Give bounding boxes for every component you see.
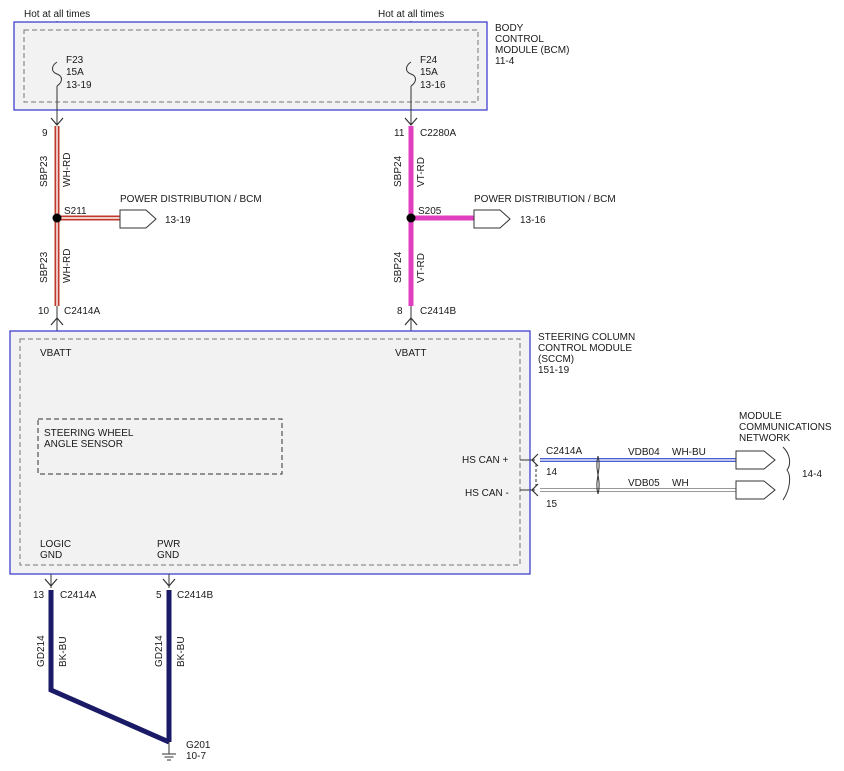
connector-arrow-left-icon — [119, 209, 157, 229]
circuit-vdb04: VDB04 — [628, 447, 660, 458]
splice-s211-label: S211 — [64, 206, 87, 217]
can-bus: C2414A 14 15 VDB04 WH-BU VDB05 WH MODULE… — [520, 411, 832, 510]
circuit-gd214-left: GD214 — [36, 635, 47, 667]
connector-arrow-right-icon — [473, 209, 511, 229]
ground-g201: G201 — [186, 740, 211, 751]
bcm-label-2: CONTROL — [495, 34, 544, 45]
power-dist-ref-right: 13-16 — [520, 215, 546, 226]
network-label-2: COMMUNICATIONS — [739, 422, 832, 433]
logic-gnd-label-2: GND — [40, 550, 62, 561]
sccm-label-2: CONTROL MODULE — [538, 343, 632, 354]
connector-c2414a-top: C2414A — [64, 306, 100, 317]
network-ref: 14-4 — [802, 469, 822, 480]
splice-s205-dot — [406, 213, 416, 223]
sensor-label-2: ANGLE SENSOR — [44, 439, 123, 450]
color-wh: WH — [672, 478, 689, 489]
bcm-label-4: 11-4 — [495, 56, 515, 67]
bcm-pin-arrow-right-icon — [404, 117, 418, 126]
circuit-sbp24-bottom: SBP24 — [393, 251, 404, 283]
power-dist-label-right: POWER DISTRIBUTION / BCM — [474, 194, 616, 205]
color-bkbu-left: BK-BU — [58, 636, 69, 667]
bcm-inner-dashed — [23, 29, 479, 103]
steering-angle-sensor-box — [37, 418, 283, 475]
fuse-f24-name: F24 — [420, 55, 438, 66]
fuse-f24-rating: 15A — [420, 67, 438, 78]
fuse-f23-icon — [52, 61, 62, 87]
network-label-1: MODULE — [739, 411, 782, 422]
can-pin-15: 15 — [546, 499, 558, 510]
color-vtrd-bottom: VT-RD — [416, 253, 427, 283]
ground-pin-arrow-right-icon — [162, 578, 176, 587]
ground-pin-arrow-left-icon — [44, 578, 58, 587]
connector-c2414b-top: C2414B — [420, 306, 456, 317]
hot-label-right: Hot at all times — [378, 9, 444, 20]
network-label-3: NETWORK — [739, 433, 790, 444]
hot-label-left: Hot at all times — [24, 9, 90, 20]
twisted-pair-icon — [596, 455, 600, 495]
circuit-sbp24-top: SBP24 — [393, 155, 404, 187]
can-minus-connector-icon — [735, 480, 776, 500]
vbatt-left-label: VBATT — [40, 348, 71, 359]
circuit-gd214-right: GD214 — [154, 635, 165, 667]
bcm-pin-arrow-left-icon — [50, 117, 64, 126]
circuit-sbp23-top: SBP23 — [39, 155, 50, 187]
sccm-label-3: (SCCM) — [538, 354, 574, 365]
fuse-f24-icon — [406, 61, 416, 87]
bcm-label-1: BODY — [495, 23, 524, 34]
bcm-module: BODY CONTROL MODULE (BCM) 11-4 — [13, 21, 569, 111]
vbatt-right-label: VBATT — [395, 348, 426, 359]
bcm-label-3: MODULE (BCM) — [495, 45, 569, 56]
network-brace-icon — [782, 446, 791, 501]
sccm-box — [9, 330, 531, 575]
fuse-f23-rating: 15A — [66, 67, 84, 78]
sccm-inner-dashed — [19, 338, 521, 566]
color-whrd-bottom: WH-RD — [62, 249, 73, 283]
fuse-f23: F23 15A 13-19 — [52, 55, 92, 124]
logic-gnd-label-1: LOGIC — [40, 539, 71, 550]
sccm-label-4: 151-19 — [538, 365, 570, 376]
fuse-f23-name: F23 — [66, 55, 84, 66]
pin-11: 11 — [394, 128, 405, 139]
sccm-module: STEERING COLUMN CONTROL MODULE (SCCM) 15… — [9, 330, 635, 575]
wire-gd214-left — [48, 590, 171, 745]
pwr-gnd-label-1: PWR — [157, 539, 180, 550]
sensor-label-1: STEERING WHEEL — [44, 428, 134, 439]
fuse-f23-ref: 13-19 — [66, 80, 92, 91]
bcm-box — [13, 21, 488, 111]
circuit-vdb05: VDB05 — [628, 478, 660, 489]
ground-pin-5: 5 — [156, 590, 162, 601]
pin-10: 10 — [38, 306, 50, 317]
sccm-label-1: STEERING COLUMN — [538, 332, 635, 343]
ground-pin-13: 13 — [33, 590, 45, 601]
hs-can-plus-label: HS CAN + — [462, 455, 509, 466]
splice-s205-label: S205 — [418, 206, 442, 217]
pin-9: 9 — [42, 128, 48, 139]
color-bkbu-right: BK-BU — [176, 636, 187, 667]
ground-connector-c2414a: C2414A — [60, 590, 96, 601]
color-whbu: WH-BU — [672, 447, 706, 458]
power-dist-ref-left: 13-19 — [165, 215, 191, 226]
ground-circuits: 13 C2414A 5 C2414B GD214 BK-BU GD214 BK-… — [33, 574, 213, 762]
splice-s211-dot — [52, 213, 62, 223]
fuse-f24-ref: 13-16 — [420, 80, 446, 91]
can-plus-connector-icon — [735, 450, 776, 470]
ground-connector-c2414b: C2414B — [177, 590, 213, 601]
fuse-f24: F24 15A 13-16 — [406, 55, 446, 124]
connector-c2280a: C2280A — [420, 128, 456, 139]
pwr-gnd-label-2: GND — [157, 550, 179, 561]
circuit-sbp23-bottom: SBP23 — [39, 251, 50, 283]
pin-8: 8 — [397, 306, 403, 317]
can-pin-14: 14 — [546, 467, 558, 478]
power-dist-label-left: POWER DISTRIBUTION / BCM — [120, 194, 262, 205]
ground-ref: 10-7 — [186, 751, 206, 762]
color-vtrd-top: VT-RD — [416, 157, 427, 187]
hs-can-minus-label: HS CAN - — [465, 488, 509, 499]
color-whrd-top: WH-RD — [62, 153, 73, 187]
can-connector-label: C2414A — [546, 446, 582, 457]
